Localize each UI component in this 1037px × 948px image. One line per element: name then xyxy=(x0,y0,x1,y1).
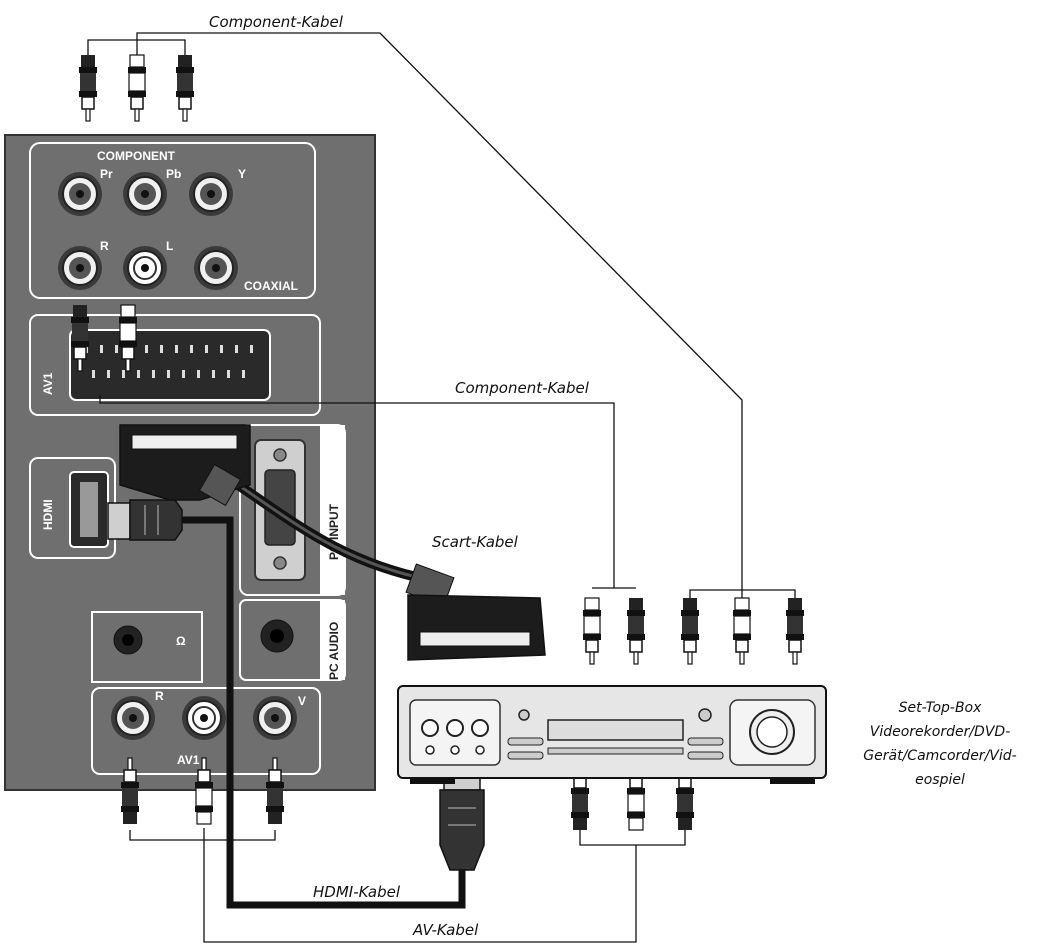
label-pr: Pr xyxy=(100,167,113,181)
label-coaxial: COAXIAL xyxy=(244,279,298,293)
component-plug-top-1 xyxy=(78,54,98,122)
label-av-r: R xyxy=(155,689,164,703)
scart-plug-tv xyxy=(119,424,251,507)
component-jack-pb xyxy=(122,171,168,217)
label-y: Y xyxy=(238,167,246,181)
audio-jack-l xyxy=(122,245,168,291)
label-l: L xyxy=(166,239,173,253)
component-jack-pr xyxy=(57,171,103,217)
av-cable-label: AV-Kabel xyxy=(412,921,479,939)
device-label-line-2: Videorekorder/DVD- xyxy=(870,724,1011,740)
device-label-line-1: Set-Top-Box xyxy=(899,700,983,716)
label-pc-audio: PC AUDIO xyxy=(327,622,341,680)
component-cable-label-mid: Component-Kabel xyxy=(455,379,590,397)
label-pb: Pb xyxy=(166,167,181,181)
av-jack-l xyxy=(181,695,227,741)
headphone-jack xyxy=(113,625,143,655)
component-section xyxy=(29,142,316,299)
hdmi-cable-label: HDMI-Kabel xyxy=(313,883,401,901)
label-av1-scart: AV1 xyxy=(41,372,55,395)
device-plug-4 xyxy=(732,597,752,665)
headphone-section xyxy=(91,611,203,683)
scart-plug-device xyxy=(405,563,546,661)
headphone-icon: Ω xyxy=(176,634,186,648)
device-plug-3 xyxy=(680,597,700,665)
component-plug-top-2 xyxy=(127,54,147,122)
component-title: COMPONENT xyxy=(97,149,176,163)
device-label-line-3: Gerät/Camcorder/Vid- xyxy=(863,748,1016,764)
device-plug-1 xyxy=(582,597,602,665)
pc-audio-jack xyxy=(260,619,294,653)
set-top-box-device xyxy=(397,685,827,784)
label-r: R xyxy=(100,239,109,253)
label-av-section: AV1 xyxy=(177,753,200,767)
cable-lines xyxy=(87,32,796,943)
component-jack-y xyxy=(188,171,234,217)
av-jack-v xyxy=(252,695,298,741)
label-av-v: V xyxy=(298,694,306,708)
coaxial-jack xyxy=(193,245,239,291)
av-jack-r xyxy=(110,695,156,741)
audio-jack-r xyxy=(57,245,103,291)
device-label-line-4: eospiel xyxy=(915,772,965,788)
device-plug-5 xyxy=(785,597,805,665)
scart-socket xyxy=(69,329,271,401)
hdmi-plug-tv xyxy=(107,499,183,541)
device-plug-2 xyxy=(626,597,646,665)
scart-cable-label: Scart-Kabel xyxy=(432,533,519,551)
component-plug-top-3 xyxy=(175,54,195,122)
component-cable-label-top: Component-Kabel xyxy=(209,13,344,31)
label-hdmi: HDMI xyxy=(41,499,55,530)
hdmi-cable xyxy=(178,516,466,909)
